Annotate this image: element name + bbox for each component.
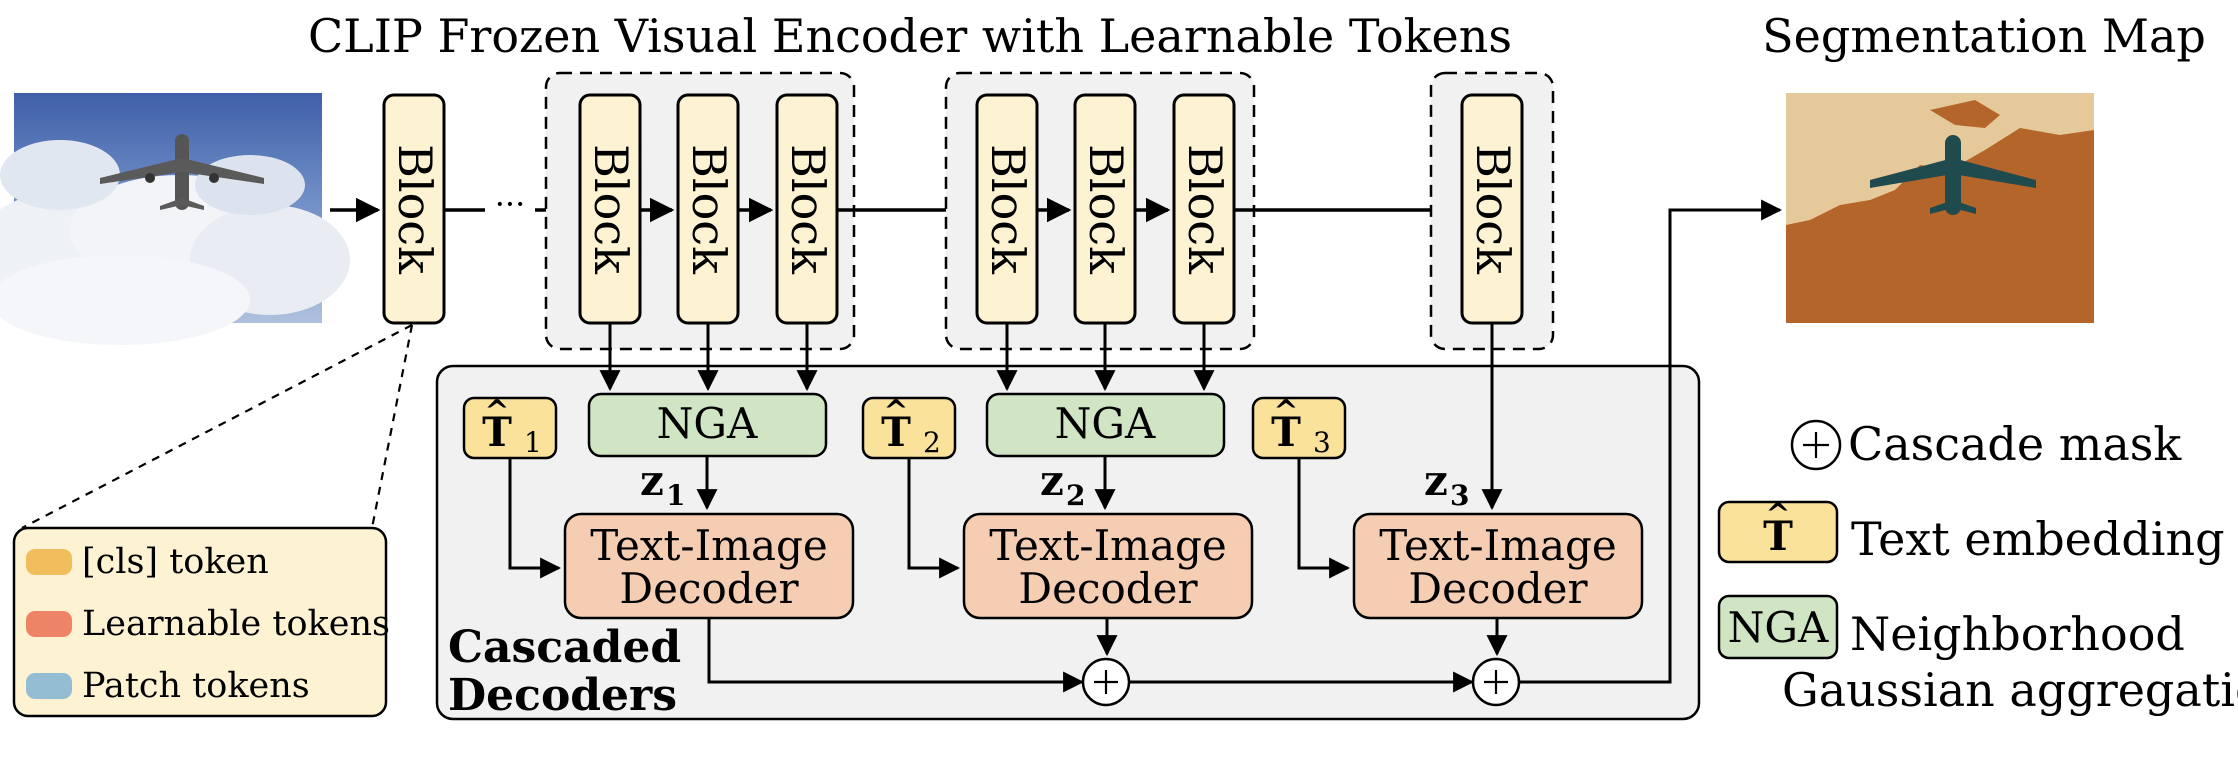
text-embedding-3: ^ T 3 [1251, 394, 1347, 460]
encoder-block-2: Block [676, 93, 740, 325]
nga-label: NGA [657, 399, 758, 448]
t-hat-symbol: T [1271, 409, 1301, 456]
decoder-label-line2: Decoder [1408, 564, 1588, 613]
legend-cascade-mask-label: Cascade mask [1848, 417, 2182, 471]
nga-box-1: NGA [587, 392, 828, 458]
z-label-1: z 1 [640, 456, 685, 512]
diagram-title: CLIP Frozen Visual Encoder with Learnabl… [308, 9, 1512, 63]
z-label-3: z 3 [1424, 456, 1469, 512]
token-legend-item-cls: [cls] token [26, 542, 269, 582]
decoder-label-line1: Text-Image [989, 521, 1227, 570]
encoder-block-6: Block [1172, 93, 1236, 325]
t-hat-caret: ^ [1765, 497, 1790, 532]
cascade-mask-op-1 [1081, 657, 1131, 707]
z-sub: 1 [666, 479, 685, 512]
t-hat-caret: ^ [883, 394, 908, 429]
token-label-cls: [cls] token [82, 542, 269, 582]
decoder-1: Text-Image Decoder [563, 512, 855, 620]
segmentation-map-title: Segmentation Map [1762, 9, 2206, 63]
encoder-block-7: Block [1460, 93, 1524, 325]
token-legend-item-learnable: Learnable tokens [26, 604, 390, 644]
z-label-2: z 2 [1040, 456, 1085, 512]
segmented-airplane-shape [1870, 135, 2036, 215]
input-image [0, 93, 350, 345]
cascade-connections [707, 199, 1783, 693]
t-hat-sub: 2 [923, 426, 941, 459]
t-hat-sub: 1 [524, 426, 542, 459]
nga-label: NGA [1055, 399, 1156, 448]
decoder-label-line2: Decoder [619, 564, 799, 613]
cascaded-label-line1: Cascaded [448, 622, 681, 673]
segmentation-map-image [1786, 93, 2094, 323]
z-sub: 3 [1450, 479, 1469, 512]
t-hat-caret: ^ [484, 394, 509, 429]
text-embedding-2: ^ T 2 [861, 394, 957, 460]
token-legend-item-patch: Patch tokens [26, 666, 310, 706]
t-hat-symbol: T [881, 409, 911, 456]
decoder-3: Text-Image Decoder [1352, 512, 1644, 620]
token-legend: [cls] token Learnable tokens Patch token… [12, 526, 390, 718]
symbol-legend: Cascade mask ^ T Text embedding NGA Neig… [1717, 417, 2238, 717]
airplane-shape [100, 134, 264, 210]
block-label: Block [781, 144, 835, 275]
block-label: Block [682, 144, 736, 275]
legend-nga-label-line1: Neighborhood [1850, 607, 2185, 661]
text-embedding-1: ^ T 1 [462, 394, 558, 460]
block-label: Block [388, 144, 442, 275]
block-label: Block [1466, 144, 1520, 275]
z-base: z [640, 456, 664, 505]
token-label-learnable: Learnable tokens [82, 604, 390, 644]
t-hat-sub: 3 [1313, 426, 1331, 459]
block-group-2: Block Block Block [944, 71, 1256, 351]
t-hat-caret: ^ [1273, 394, 1298, 429]
token-label-patch: Patch tokens [82, 666, 310, 706]
legend-nga: NGA Neighborhood Gaussian aggregation [1717, 594, 2238, 717]
legend-cascade-mask: Cascade mask [1790, 417, 2182, 471]
decoder-label-line1: Text-Image [1379, 521, 1617, 570]
encoder-block-1: Block [578, 93, 642, 325]
decoder-label-line1: Text-Image [590, 521, 828, 570]
t-hat-symbol: T [482, 409, 512, 456]
legend-text-embedding: ^ T Text embedding [1717, 497, 2225, 566]
legend-nga-label-line2: Gaussian aggregation [1782, 663, 2238, 717]
block-group-1: Block Block Block [544, 71, 856, 351]
encoder-block-0: Block [382, 93, 446, 325]
block-label: Block [1079, 144, 1133, 275]
encoder-block-4: Block [975, 93, 1039, 325]
encoder-block-3: Block [775, 93, 839, 325]
legend-nga-symbol: NGA [1728, 603, 1829, 652]
block-group-3: Block [1429, 71, 1555, 351]
z-base: z [1424, 456, 1448, 505]
block-label: Block [981, 144, 1035, 275]
cascaded-label-line2: Decoders [448, 670, 677, 721]
z-base: z [1040, 456, 1064, 505]
t-hat-symbol: T [1763, 513, 1793, 560]
z-sub: 2 [1066, 479, 1085, 512]
encoder-to-nga-arrows [599, 323, 1503, 511]
cascade-mask-op-2 [1471, 657, 1521, 707]
block-label: Block [584, 144, 638, 275]
text-embedding-arrows [508, 458, 1351, 579]
nga-box-2: NGA [985, 392, 1226, 458]
decoder-label-line2: Decoder [1018, 564, 1198, 613]
encoder-block-5: Block [1073, 93, 1137, 325]
block-label: Block [1178, 144, 1232, 275]
decoder-2: Text-Image Decoder [962, 512, 1254, 620]
legend-text-embedding-label: Text embedding [1851, 512, 2225, 566]
plus-circle-icon [1790, 419, 1842, 471]
ellipsis: ··· [495, 185, 526, 223]
